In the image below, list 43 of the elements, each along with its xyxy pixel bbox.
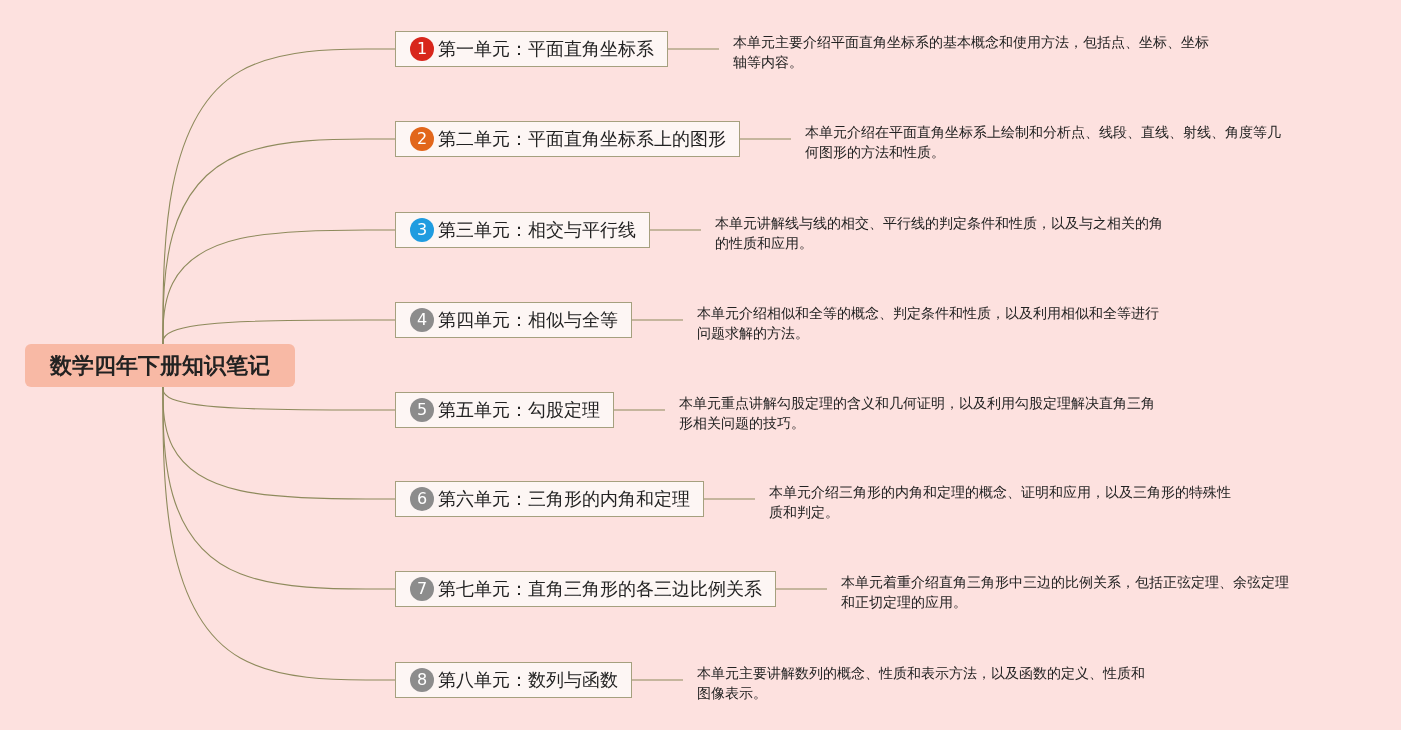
- unit-topic-box: [395, 662, 632, 698]
- connector-line: [162, 319, 396, 345]
- number-badge: 7: [410, 577, 434, 601]
- number-badge: 4: [410, 308, 434, 332]
- number-badge: 1: [410, 37, 434, 61]
- description-text: 本单元介绍相似和全等的概念、判定条件和性质，以及利用相似和全等进行问题求解的方法。: [683, 303, 1160, 343]
- number-badge: 8: [410, 668, 434, 692]
- connector-line: [631, 679, 684, 681]
- description-text: 本单元讲解线与线的相交、平行线的判定条件和性质，以及与之相关的角的性质和应用。: [701, 213, 1165, 253]
- unit-topic-box: [395, 571, 776, 607]
- connector-line: [739, 138, 792, 140]
- unit-topic-box: [395, 481, 704, 517]
- connector-line: [649, 229, 702, 231]
- unit-topic-box: [395, 121, 740, 157]
- description-text: 本单元主要介绍平面直角坐标系的基本概念和使用方法，包括点、坐标、坐标轴等内容。: [719, 32, 1210, 72]
- unit-title: 第七单元：直角三角形的各三边比例关系: [438, 577, 762, 601]
- connector-line: [613, 409, 666, 411]
- description-text: 本单元主要讲解数列的概念、性质和表示方法，以及函数的定义、性质和图像表示。: [683, 663, 1147, 703]
- description-text: 本单元着重介绍直角三角形中三边的比例关系，包括正弦定理、余弦定理和正切定理的应用。: [827, 572, 1291, 612]
- unit-title: 第八单元：数列与函数: [438, 668, 618, 692]
- unit-title: 第三单元：相交与平行线: [438, 218, 636, 242]
- unit-topic-box: [395, 31, 668, 67]
- connector-line: [667, 48, 720, 50]
- root-topic-box: 数学四年下册知识笔记: [25, 344, 295, 387]
- connector-line: [703, 498, 756, 500]
- unit-title: 第一单元：平面直角坐标系: [438, 37, 654, 61]
- description-text: 本单元介绍三角形的内角和定理的概念、证明和应用，以及三角形的特殊性质和判定。: [755, 482, 1232, 522]
- description-text: 本单元介绍在平面直角坐标系上绘制和分析点、线段、直线、射线、角度等几何图形的方法和性质。: [791, 122, 1282, 162]
- unit-title: 第五单元：勾股定理: [438, 398, 600, 422]
- connector-line: [162, 386, 396, 681]
- unit-title: 第四单元：相似与全等: [438, 308, 618, 332]
- description-text: 本单元重点讲解勾股定理的含义和几何证明，以及利用勾股定理解决直角三角形相关问题的技巧。: [665, 393, 1156, 433]
- number-badge: 2: [410, 127, 434, 151]
- connector-line: [631, 319, 684, 321]
- unit-topic-box: [395, 212, 650, 248]
- unit-title: 第二单元：平面直角坐标系上的图形: [438, 127, 726, 151]
- number-badge: 6: [410, 487, 434, 511]
- unit-topic-box: [395, 392, 614, 428]
- unit-title: 第六单元：三角形的内角和定理: [438, 487, 690, 511]
- number-badge: 3: [410, 218, 434, 242]
- connector-line: [775, 588, 828, 590]
- unit-topic-box: [395, 302, 632, 338]
- number-badge: 5: [410, 398, 434, 422]
